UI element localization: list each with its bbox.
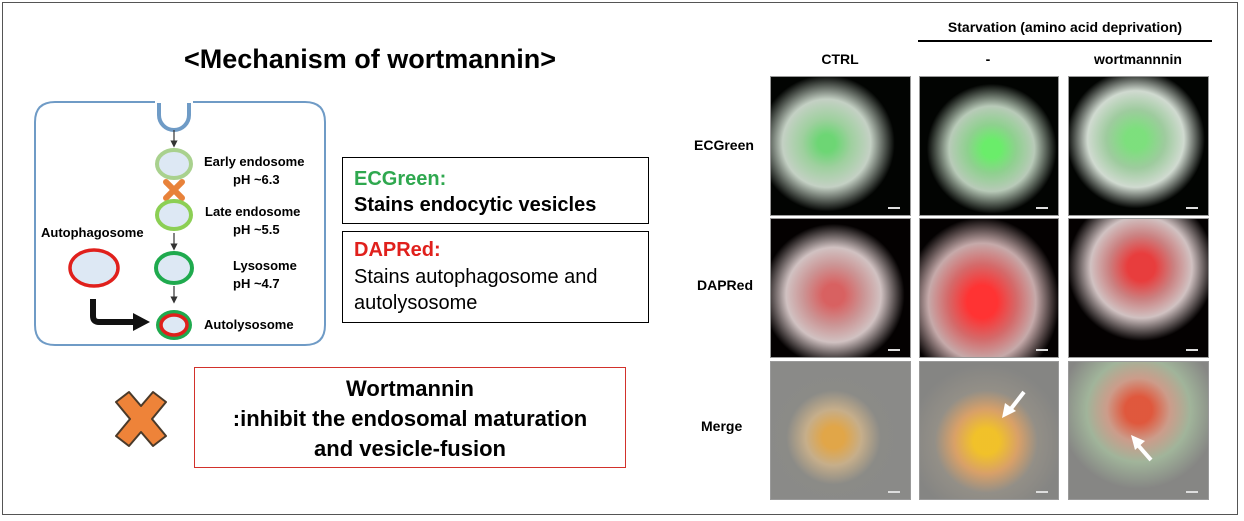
dapred-description-line1: Stains autophagosome and xyxy=(354,266,598,288)
endocytic-pit xyxy=(157,103,191,132)
figure-frame xyxy=(2,2,1238,515)
dapred-name: DAPRed: xyxy=(354,239,441,261)
column-label-wortmannin: wortmannnin xyxy=(1094,51,1182,67)
early-endosome xyxy=(155,148,193,180)
wortmannin-box: Wortmannin :inhibit the endosomal matura… xyxy=(194,367,626,468)
late-endosome xyxy=(155,199,193,231)
endosome-pathway-diagram: Early endosome pH ~6.3 Late endosome pH … xyxy=(34,101,326,346)
ecgreen-legend-box: ECGreen: Stains endocytic vesicles xyxy=(342,157,649,224)
ecgreen-description: Stains endocytic vesicles xyxy=(354,194,597,216)
image-dapred-wortmannin xyxy=(1068,218,1209,358)
ecgreen-colon: : xyxy=(439,168,447,190)
group-header-underline xyxy=(918,40,1212,42)
ecgreen-name: ECGreen xyxy=(354,168,440,190)
dapred-legend-box: DAPRed: Stains autophagosome and autolys… xyxy=(342,231,649,323)
image-ecgreen-wortmannin xyxy=(1068,76,1209,216)
row-label-ecgreen: ECGreen xyxy=(694,137,754,153)
row-label-merge: Merge xyxy=(701,418,743,434)
dapred-description-line2: autolysosome xyxy=(354,292,478,314)
cell-membrane xyxy=(34,101,326,346)
column-label-ctrl: CTRL xyxy=(821,51,859,67)
group-header: Starvation (amino acid deprivation) xyxy=(947,19,1183,35)
autophagosome-label: Autophagosome xyxy=(41,225,144,240)
block-x-icon xyxy=(163,179,185,201)
late-endosome-label: Late endosome xyxy=(205,204,300,219)
lysosome-label: Lysosome xyxy=(233,258,297,273)
late-endosome-ph: pH ~5.5 xyxy=(233,222,280,237)
image-merge-ctrl xyxy=(770,361,911,500)
wortmannin-effect-line2: and vesicle-fusion xyxy=(314,436,506,461)
wortmannin-title: Wortmannin xyxy=(346,376,474,401)
image-merge-wortmannin xyxy=(1068,361,1209,500)
column-label-starvation: - xyxy=(985,51,991,67)
merge-arrow-icon xyxy=(1002,390,1026,418)
autophagosome xyxy=(68,248,120,288)
lysosome xyxy=(154,251,194,285)
inhibition-x-icon xyxy=(115,391,167,447)
image-dapred-ctrl xyxy=(770,218,911,358)
early-endosome-label: Early endosome xyxy=(204,154,304,169)
page-title: <Mechanism of wortmannin> xyxy=(183,44,557,74)
fusion-arrow xyxy=(90,299,134,325)
early-endosome-ph: pH ~6.3 xyxy=(233,172,280,187)
image-dapred-starvation xyxy=(919,218,1059,358)
image-ecgreen-starvation xyxy=(919,76,1059,216)
autolysosome-label: Autolysosome xyxy=(204,317,294,332)
row-label-dapred: DAPRed xyxy=(697,277,754,293)
merge-arrow-icon xyxy=(1131,435,1153,462)
image-merge-starvation xyxy=(919,361,1059,500)
lysosome-ph: pH ~4.7 xyxy=(233,276,280,291)
wortmannin-effect-line1: :inhibit the endosomal maturation xyxy=(232,406,588,431)
image-ecgreen-ctrl xyxy=(770,76,911,216)
